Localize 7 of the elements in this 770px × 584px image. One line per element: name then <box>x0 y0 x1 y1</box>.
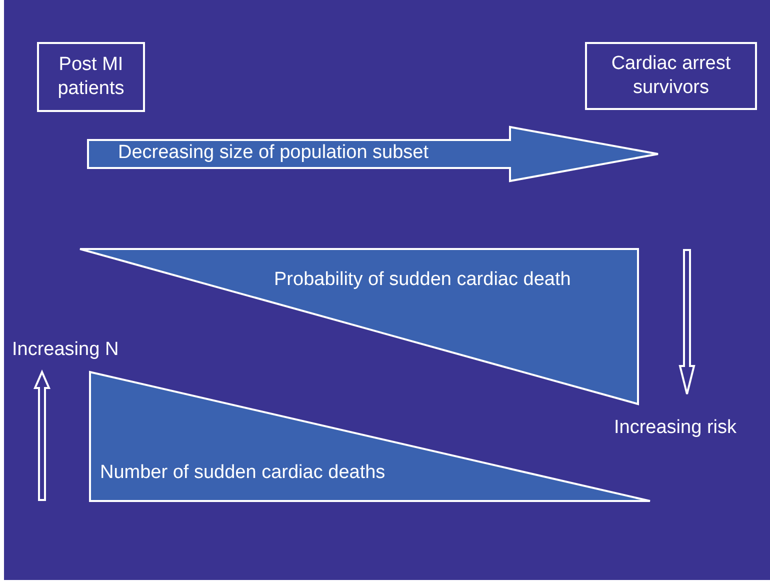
wedge-label: Number of sudden cardiac deaths <box>100 461 386 485</box>
axis-caption: Increasing risk <box>614 416 736 440</box>
wedge-label: Probability of sudden cardiac death <box>274 268 571 292</box>
axis-caption: Increasing N <box>12 338 119 362</box>
label-box: Post MI patients <box>37 42 145 112</box>
label-box: Cardiac arrest survivors <box>585 42 757 110</box>
arrow-label: Decreasing size of population subset <box>118 141 429 165</box>
